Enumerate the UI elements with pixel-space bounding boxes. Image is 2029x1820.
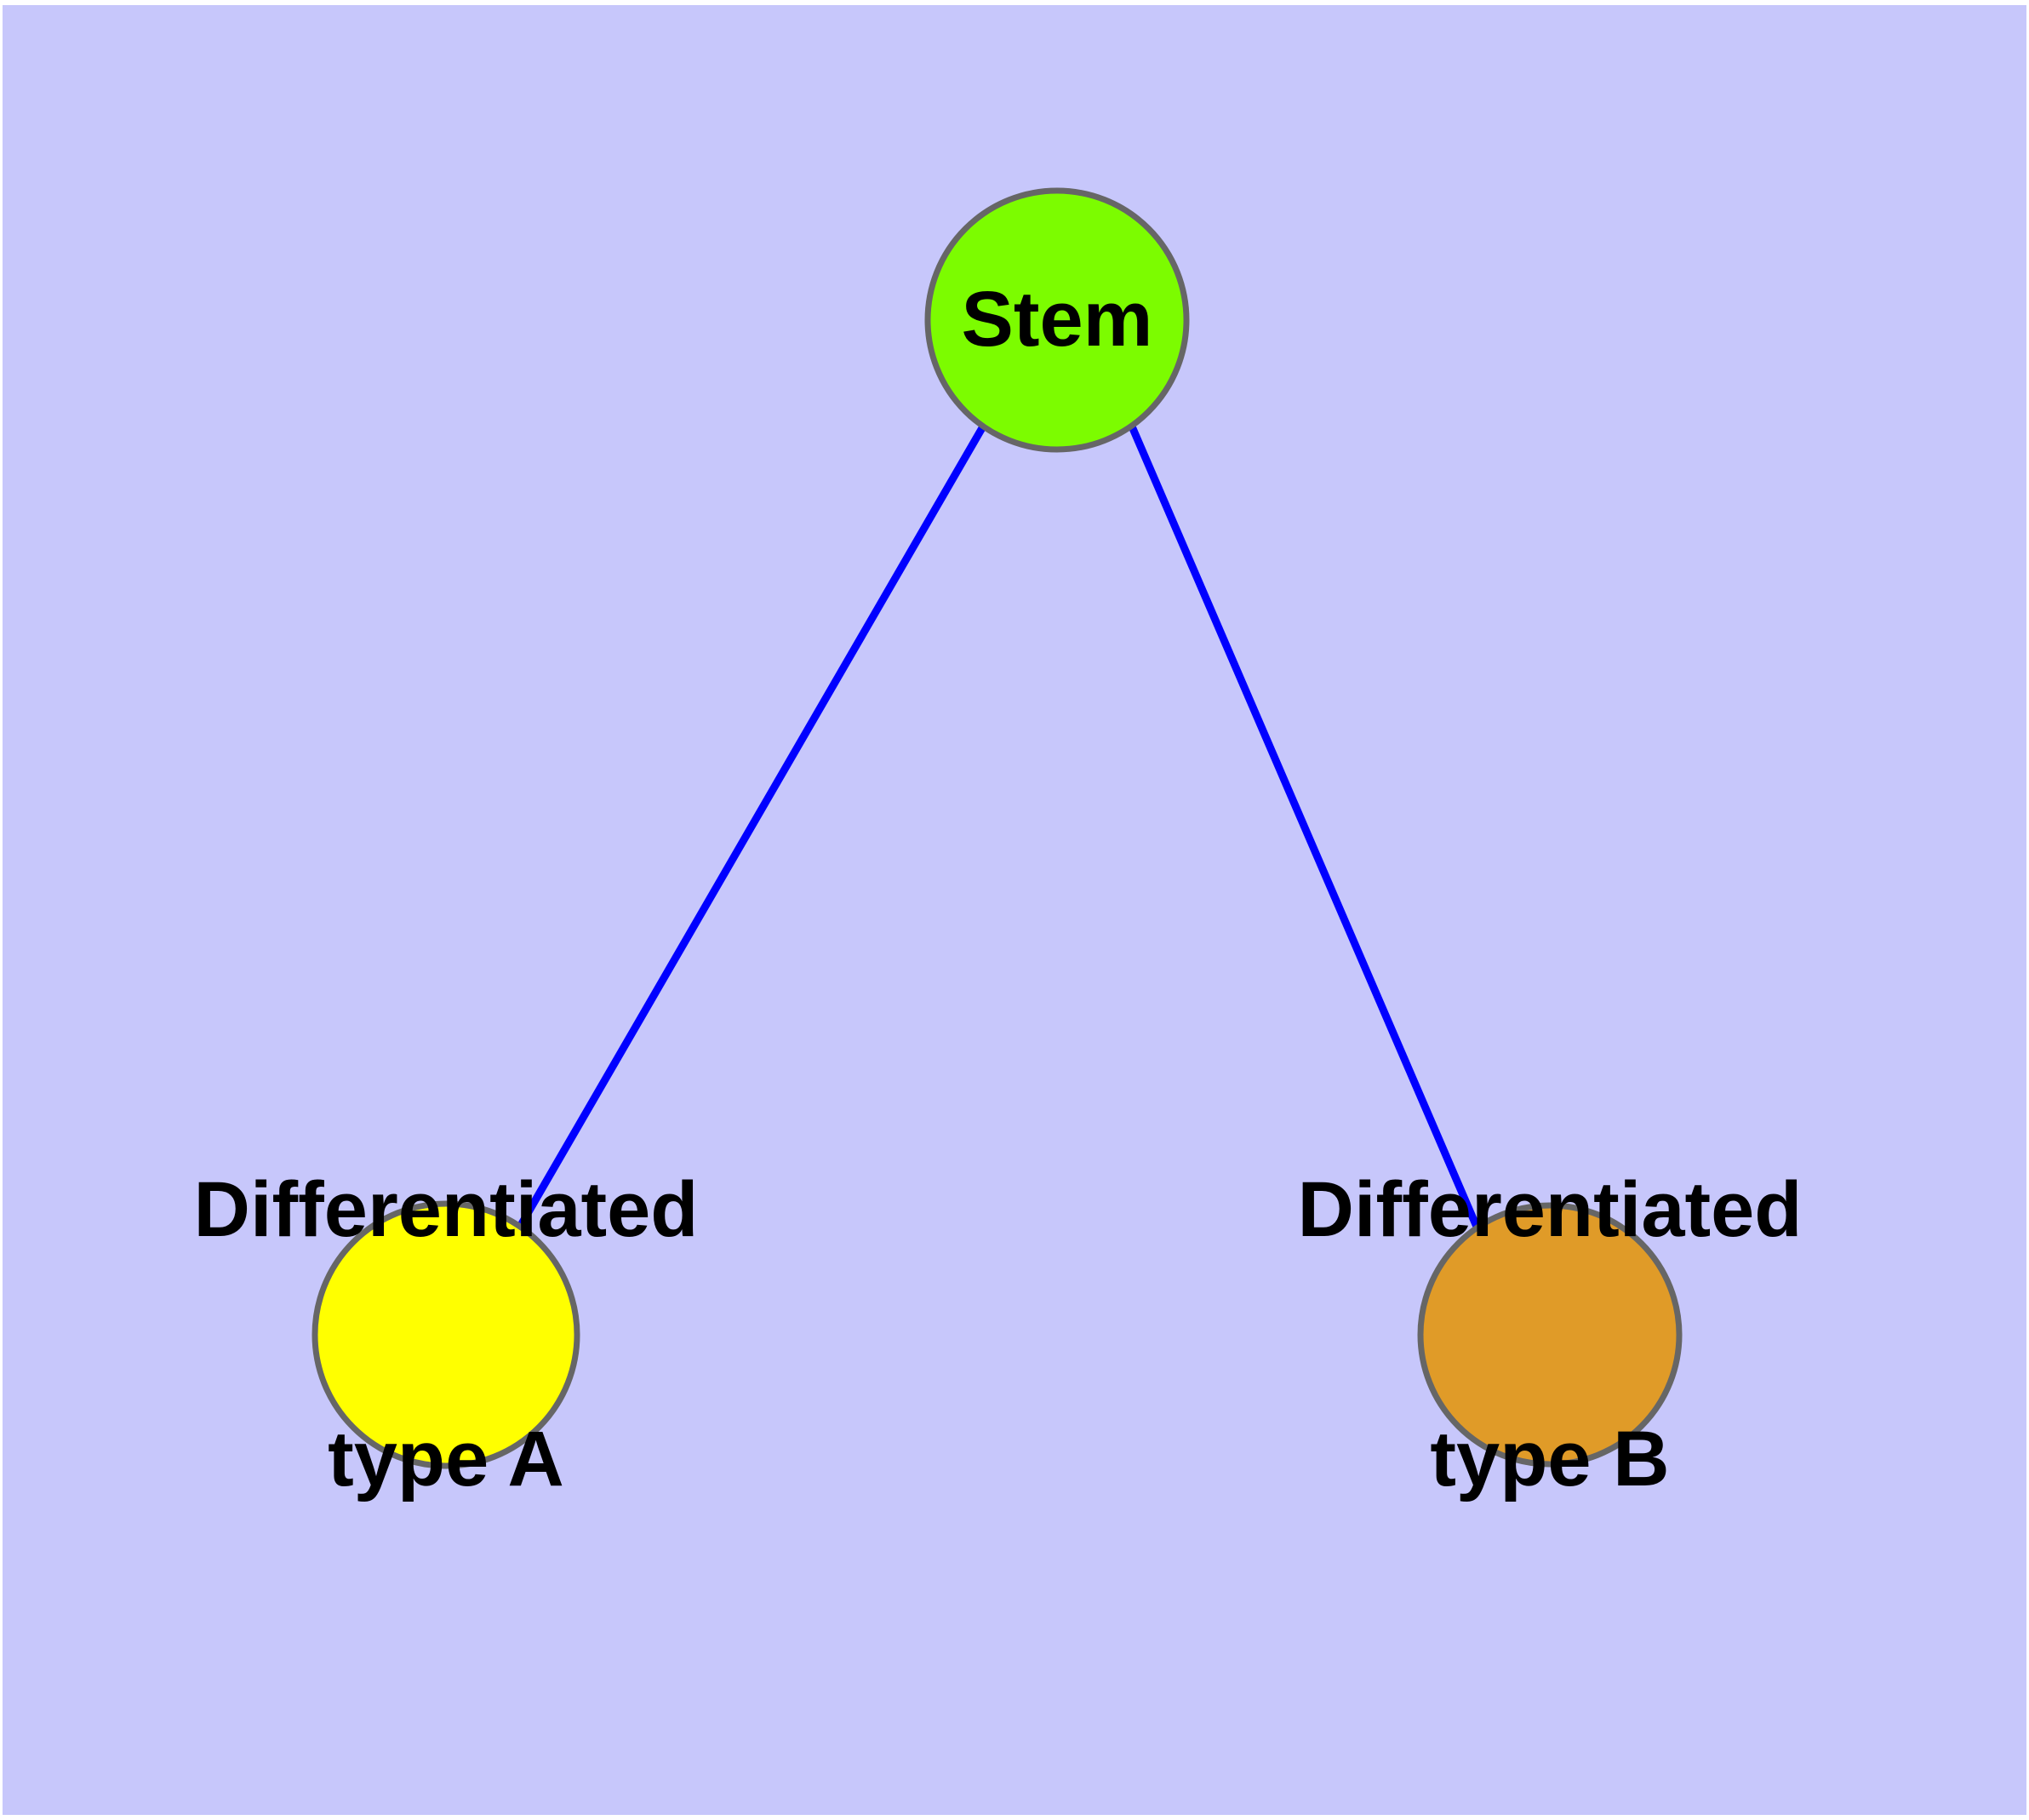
node-differentiated-type-b[interactable] [1417,1202,1683,1468]
edge-stem-to-differentiated-type-b[interactable] [1128,425,1481,1228]
node-layer [311,187,1683,1469]
node-stem[interactable] [924,187,1190,453]
edge-stem-to-differentiated-type-a[interactable] [517,424,986,1229]
node-differentiated-type-a[interactable] [311,1200,580,1469]
edge-layer [517,424,1481,1229]
